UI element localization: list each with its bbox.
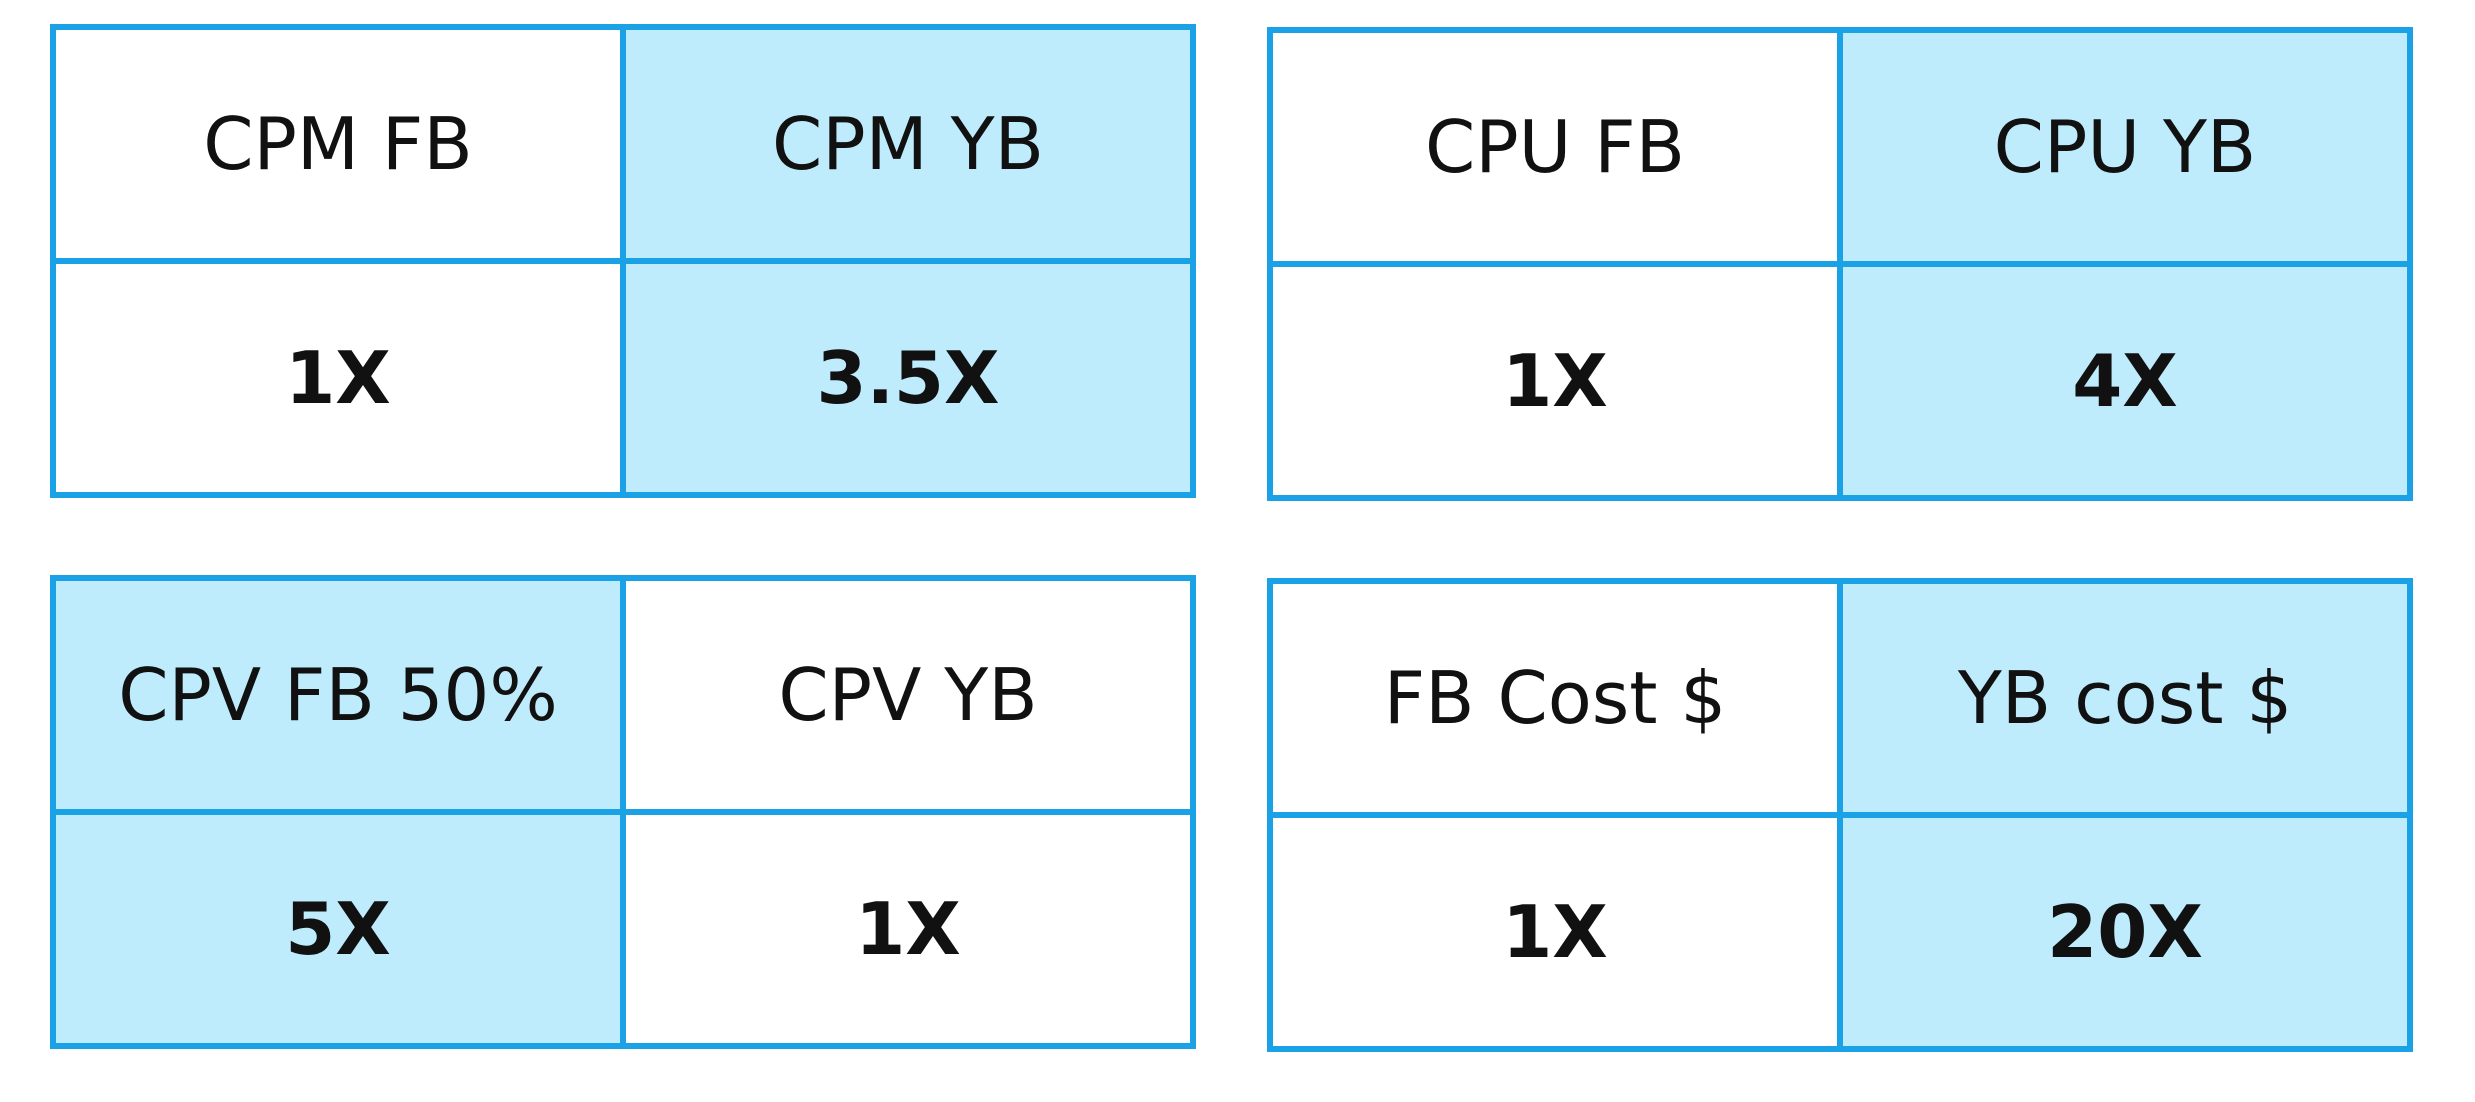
- table-value-cell: 20X: [1837, 812, 2413, 1052]
- table-value-cell: 1X: [620, 809, 1196, 1049]
- table-value-cell: 1X: [1267, 812, 1843, 1052]
- table-value-cell: 5X: [50, 809, 626, 1049]
- table-row: 1X 3.5X: [50, 258, 1196, 498]
- table-header-cell: CPM FB: [50, 24, 626, 264]
- table-header-cell: YB cost $: [1837, 578, 2413, 818]
- table-header-cell: CPV YB: [620, 575, 1196, 815]
- table-row: 5X 1X: [50, 809, 1196, 1049]
- cpv-comparison-table: CPV FB 50% CPV YB 5X 1X: [50, 575, 1196, 1049]
- cpm-comparison-table: CPM FB CPM YB 1X 3.5X: [50, 24, 1196, 498]
- table-value-cell: 4X: [1837, 261, 2413, 501]
- table-value-cell: 3.5X: [620, 258, 1196, 498]
- table-header-cell: CPU YB: [1837, 27, 2413, 267]
- table-header-row: FB Cost $ YB cost $: [1267, 578, 2413, 818]
- table-row: 1X 20X: [1267, 812, 2413, 1052]
- table-header-row: CPV FB 50% CPV YB: [50, 575, 1196, 815]
- table-value-cell: 1X: [1267, 261, 1843, 501]
- table-value-cell: 1X: [50, 258, 626, 498]
- cost-comparison-table: FB Cost $ YB cost $ 1X 20X: [1267, 578, 2413, 1052]
- table-row: 1X 4X: [1267, 261, 2413, 501]
- table-header-row: CPM FB CPM YB: [50, 24, 1196, 264]
- cpu-comparison-table: CPU FB CPU YB 1X 4X: [1267, 27, 2413, 501]
- table-header-cell: CPV FB 50%: [50, 575, 626, 815]
- table-header-row: CPU FB CPU YB: [1267, 27, 2413, 267]
- table-header-cell: CPM YB: [620, 24, 1196, 264]
- table-header-cell: FB Cost $: [1267, 578, 1843, 818]
- table-header-cell: CPU FB: [1267, 27, 1843, 267]
